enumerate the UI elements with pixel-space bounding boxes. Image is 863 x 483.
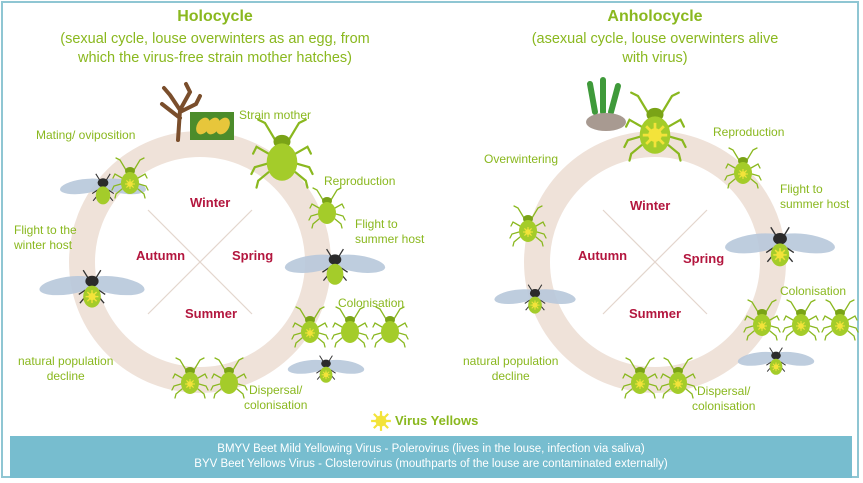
label-line: Flight to the <box>14 223 77 237</box>
season-autumn: Autumn <box>136 248 186 263</box>
label-line: natural population <box>18 354 114 368</box>
label-dispersal: Dispersal/ colonisation <box>244 383 307 413</box>
holocycle-subtitle: (sexual cycle, louse overwinters as an e… <box>20 30 410 68</box>
subtitle-line: with virus) <box>622 50 688 66</box>
label-line: decline <box>491 369 530 383</box>
winged-aphid-icon <box>723 226 837 268</box>
label-reproduction: Reproduction <box>713 125 785 139</box>
label-flight-summer: Flight to summer host <box>355 217 424 247</box>
winged-aphid-icon <box>286 355 366 384</box>
virus-yellows-icon <box>370 410 392 432</box>
season-winter: Winter <box>630 198 671 213</box>
aphid-icon <box>821 299 859 341</box>
tree-with-eggs-icon <box>160 82 234 142</box>
label-line: Dispersal/ <box>249 383 303 397</box>
label-decline: natural population decline <box>18 354 113 384</box>
aphid-icon <box>623 91 687 162</box>
label-line: colonisation <box>244 398 308 412</box>
label-line: Dispersal/ <box>697 384 751 398</box>
winged-aphid-icon <box>492 284 578 315</box>
label-line: Flight to <box>355 217 398 231</box>
season-spring: Spring <box>683 251 725 266</box>
label-overwintering: Overwintering <box>484 152 559 166</box>
season-summer: Summer <box>185 306 238 321</box>
winged-aphid-icon <box>37 269 147 309</box>
label-flight-winter: Flight to the winter host <box>14 223 77 253</box>
legend-virus-yellows: Virus Yellows <box>395 413 479 428</box>
label-decline: natural population decline <box>463 354 558 384</box>
label-line: winter host <box>14 238 73 252</box>
label-line: colonisation <box>692 399 756 413</box>
season-winter: Winter <box>190 195 231 210</box>
label-flight-summer: Flight to summer host <box>780 182 849 212</box>
footer-line-bmyv: BMYV Beet Mild Yellowing Virus - Polerov… <box>217 443 645 455</box>
label-line: Flight to <box>780 182 823 196</box>
season-spring: Spring <box>232 248 274 263</box>
label-line: natural population <box>463 354 559 368</box>
season-summer: Summer <box>629 306 682 321</box>
aphid-icon <box>331 306 369 348</box>
label-mating: Mating/ oviposition <box>36 128 136 142</box>
label-line: summer host <box>780 197 850 211</box>
label-reproduction: Reproduction <box>324 174 396 188</box>
holocycle-title: Holocycle <box>177 8 253 25</box>
label-line: summer host <box>355 232 425 246</box>
season-autumn: Autumn <box>578 248 628 263</box>
label-colonisation: Colonisation <box>780 284 847 298</box>
subtitle-line: (asexual cycle, louse overwinters alive <box>531 31 779 47</box>
label-dispersal: Dispersal/ colonisation <box>692 384 755 414</box>
subtitle-line: which the virus-free strain mother hatch… <box>78 50 352 66</box>
label-strain-mother: Strain mother <box>239 108 312 122</box>
subtitle-line: (sexual cycle, louse overwinters as an e… <box>60 31 370 47</box>
winged-aphid-icon <box>283 248 387 286</box>
aphid-icon <box>371 306 409 348</box>
anholocycle-title: Anholocycle <box>607 8 703 25</box>
footer-line-byv: BYV Beet Yellows Virus - Closterovirus (… <box>194 458 668 470</box>
label-line: decline <box>46 369 85 383</box>
label-colonisation: Colonisation <box>338 296 405 310</box>
footer-note: BMYV Beet Mild Yellowing Virus - Polerov… <box>10 436 852 478</box>
anholocycle-subtitle: (asexual cycle, louse overwinters alive … <box>500 30 810 68</box>
overwintering-plant-icon <box>586 77 626 131</box>
aphid-icon <box>782 299 820 341</box>
